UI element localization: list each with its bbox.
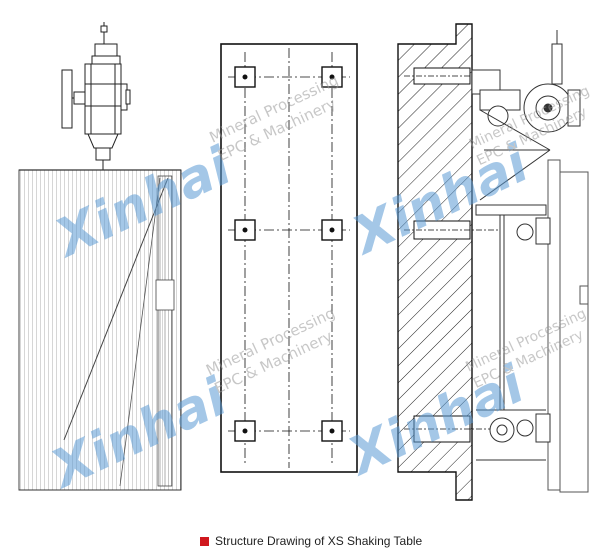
anchor-bolt-pocket: [234, 420, 256, 442]
foundation-section-view: [397, 23, 589, 501]
table-deck: [18, 169, 182, 491]
caption-text: Structure Drawing of XS Shaking Table: [215, 534, 423, 548]
anchor-bolt-pocket: [321, 420, 343, 442]
side-support: [516, 217, 551, 443]
figure-caption: Structure Drawing of XS Shaking Table: [200, 533, 422, 549]
anchor-bolt-pocket: [234, 66, 256, 88]
anchor-bolt-pocket: [321, 66, 343, 88]
riffle-boundary-line: [63, 177, 169, 441]
anchor-bolt-pocket: [234, 219, 256, 241]
foundation-plan-view: [220, 43, 358, 473]
support-frame: [471, 69, 551, 461]
launder-strip: [157, 175, 173, 487]
side-elevation-view: [18, 22, 182, 491]
drive-head-mechanism: [523, 30, 581, 133]
caption-bullet: [200, 536, 209, 546]
concrete-foundation-section: [397, 23, 473, 501]
anchor-bolt-pocket: [321, 219, 343, 241]
head-motion-mechanism: [61, 22, 131, 170]
deck-edge-rail: [547, 159, 589, 493]
